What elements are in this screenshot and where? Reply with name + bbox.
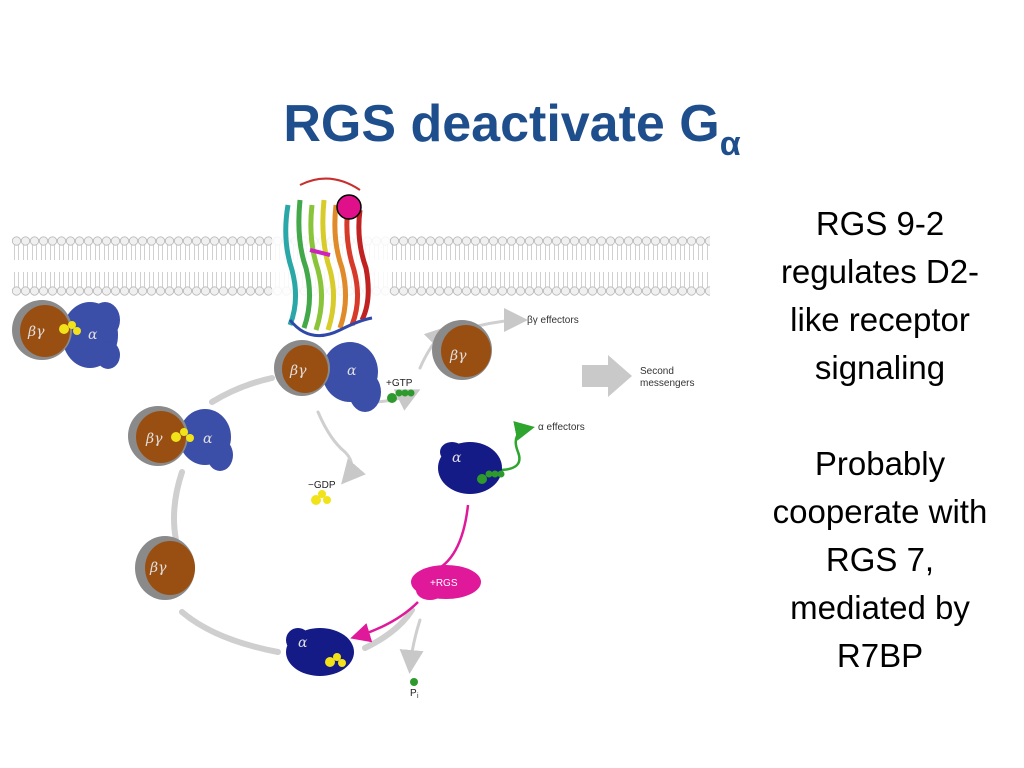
side-line: R7BP: [836, 637, 924, 674]
paragraph-rgs7: Probably cooperate with RGS 7, mediated …: [750, 440, 1010, 680]
second-messengers-line1: Second: [640, 366, 674, 377]
by-effectors-label: βγ effectors: [527, 315, 579, 326]
side-line: like receptor: [790, 301, 970, 338]
side-line: mediated by: [790, 589, 970, 626]
side-line: regulates D2-: [780, 253, 980, 290]
side-text: RGS 9-2 regulates D2- like receptor sign…: [750, 200, 1010, 680]
gtp-label: +GTP: [386, 378, 413, 389]
alpha-effectors-arrow: [497, 421, 535, 472]
pi-subscript: i: [417, 693, 419, 700]
title-subscript: α: [719, 125, 741, 163]
alpha-gdp-inactive: α: [286, 628, 354, 676]
beta-gamma-label: βγ: [449, 348, 467, 364]
g-protein-cycle-diagram: βγ α βγ α +GTP βγ βγ effectors Second me…: [12, 177, 710, 700]
side-line: RGS 9-2: [815, 205, 945, 242]
alpha-label: α: [298, 635, 308, 651]
beta-gamma-label: βγ: [149, 560, 167, 576]
beta-gamma-free: βγ: [432, 320, 492, 380]
gdp-molecule: −GDP: [308, 480, 336, 505]
second-messengers-line2: messengers: [640, 378, 694, 389]
paragraph-rgs9: RGS 9-2 regulates D2- like receptor sign…: [750, 200, 1010, 392]
alpha-label: α: [203, 431, 213, 447]
receptor-helices: [272, 177, 390, 340]
heterotrimer-receptor-bound: βγ α: [274, 340, 381, 412]
side-line: RGS 7,: [825, 541, 935, 578]
gdp-label: −GDP: [308, 480, 336, 491]
alpha-label: α: [347, 363, 357, 379]
rgs-arrow-to-alpha: [350, 601, 419, 643]
side-line: cooperate with: [772, 493, 988, 530]
alpha-label: α: [452, 450, 462, 466]
second-messengers-arrow: [582, 355, 632, 397]
slide-title: RGS deactivate Gα: [0, 88, 1024, 166]
pi-label: P: [410, 688, 417, 699]
side-line: signaling: [814, 349, 946, 386]
paragraph-gap: [750, 392, 1010, 440]
alpha-gtp-active: α: [438, 442, 505, 494]
beta-gamma-label: βγ: [145, 431, 163, 447]
beta-gamma-label: βγ: [27, 324, 45, 340]
rgs-protein: +RGS: [411, 565, 481, 600]
gtp-molecule: +GTP: [386, 378, 415, 403]
alpha-label: α: [88, 327, 98, 343]
ligand-ball: [336, 194, 362, 220]
rgs-label: +RGS: [430, 578, 458, 589]
beta-gamma-label: βγ: [289, 363, 307, 379]
heterotrimer-membrane: βγ α: [12, 300, 120, 369]
phosphate-molecule: P i: [410, 678, 419, 700]
beta-gamma-reassociating: βγ: [135, 536, 195, 600]
heterotrimer-gdp-bound: βγ α: [128, 406, 233, 471]
alpha-effectors-label: α effectors: [538, 422, 585, 433]
title-main: RGS deactivate G: [283, 95, 720, 153]
side-line: Probably: [814, 445, 946, 482]
rgs-arrow: [431, 504, 470, 574]
